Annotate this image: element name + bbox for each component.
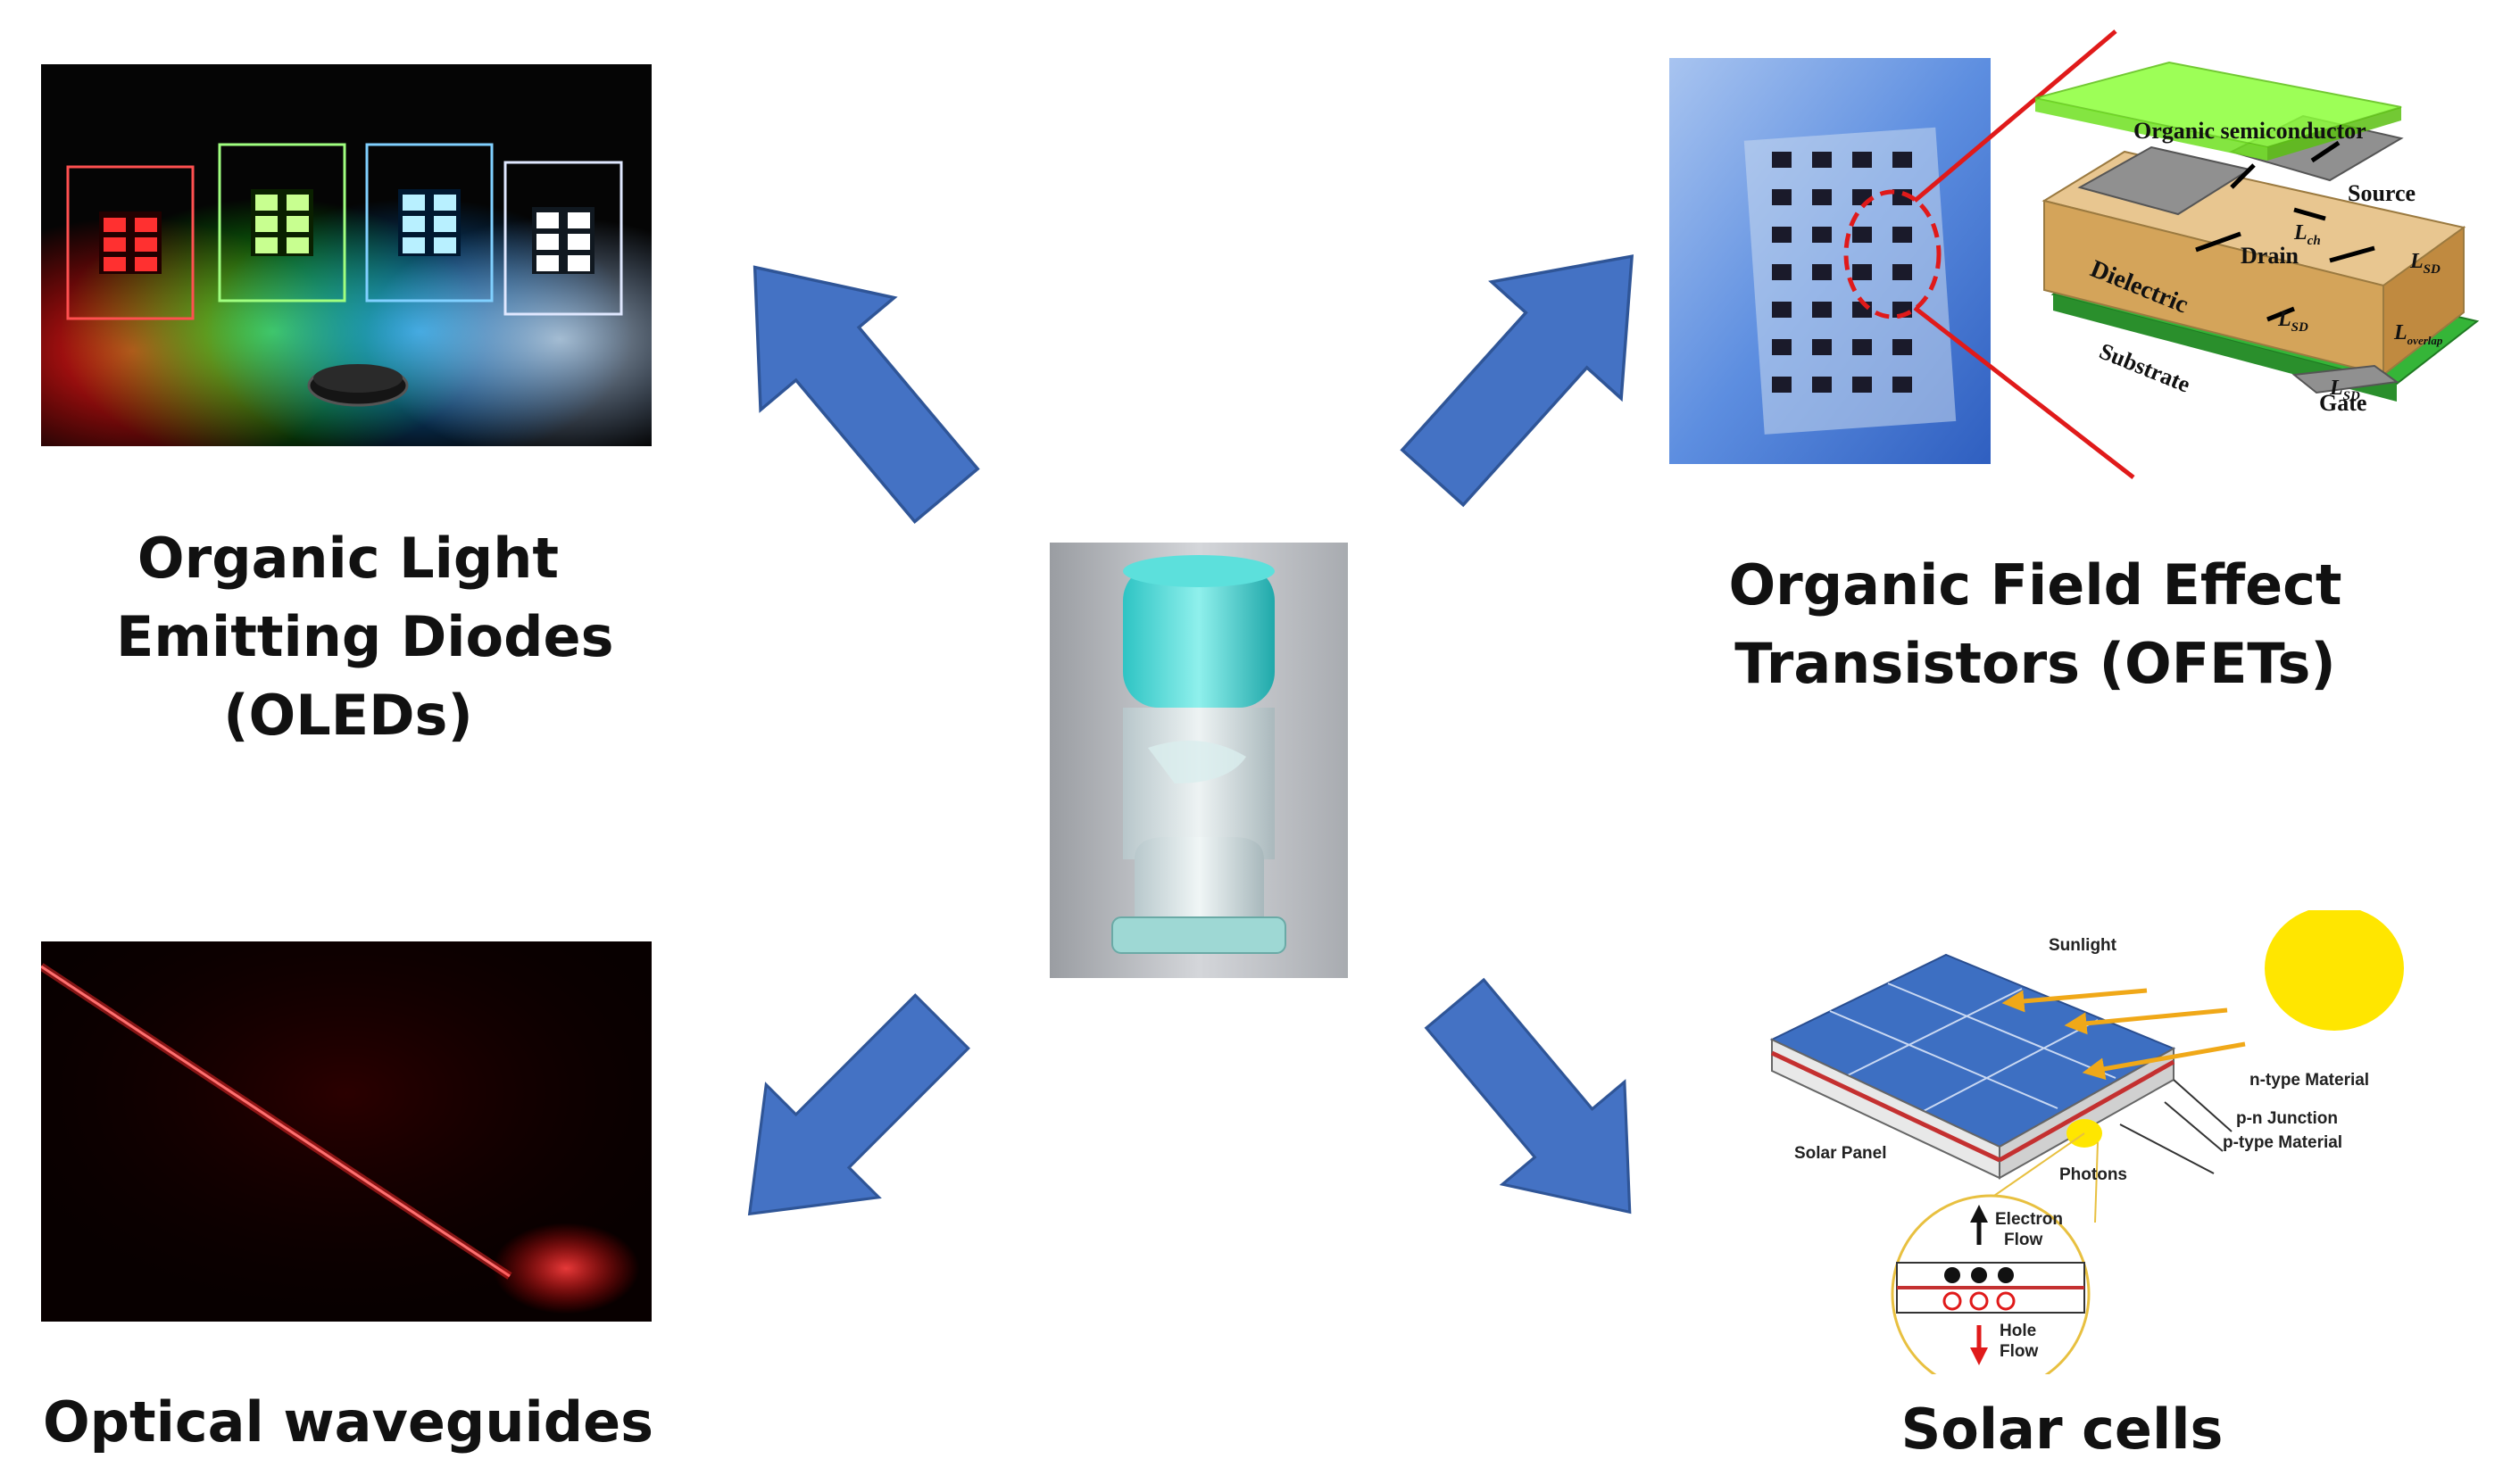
arrow-to-solar [1393, 951, 1692, 1265]
electron-flow-label-2: Flow [2004, 1231, 2042, 1249]
gel-vial-photo [1050, 543, 1348, 978]
waveguide-caption: Optical waveguides [36, 1383, 661, 1462]
oled-caption-line-1: Organic Light [137, 526, 560, 591]
lsd-label-right: LSD [2409, 250, 2441, 277]
waveguide-photo [41, 941, 652, 1322]
oled-photo [41, 64, 652, 446]
sun [2265, 910, 2404, 1031]
arrow-to-waveguide [692, 964, 1000, 1272]
loverlap-label: Loverlap [2393, 321, 2443, 347]
sunlight-label: Sunlight [2049, 936, 2117, 955]
waveguide-caption-text: Optical waveguides [42, 1389, 654, 1455]
oled-caption-line-3: (OLEDs) [223, 683, 473, 748]
solar-panel [1769, 953, 2176, 1180]
dimension-arrows [2195, 140, 2375, 322]
gel [1123, 565, 1275, 708]
photons-label: Photons [2059, 1165, 2127, 1184]
zoom-circle [1843, 189, 1942, 319]
semiconductor-label: Organic semiconductor [2133, 118, 2366, 144]
lsd-label-bottom: LSD [2329, 377, 2360, 403]
arrow-to-oled [686, 209, 1015, 553]
ofet-illustration: Organic semiconductor Source Drain Diele… [1669, 29, 2480, 479]
oled-caption: Organic Light Emitting Diodes (OLEDs) [116, 519, 614, 755]
lch-label: Lch [2293, 221, 2321, 248]
gate-label: Gate [2319, 390, 2366, 416]
hole-flow-label-2: Flow [2000, 1342, 2038, 1361]
solar-caption: Solar cells [1812, 1390, 2312, 1469]
gate-electrode [2291, 364, 2399, 394]
p-type-label: p-type Material [2223, 1133, 2342, 1152]
solar-panel-label: Solar Panel [1794, 1144, 1887, 1163]
pn-junction-label: p-n Junction [2236, 1109, 2338, 1128]
drain-label: Drain [2241, 243, 2299, 269]
transistor-array [1772, 152, 1912, 393]
lsd-label-mid: LSD [2277, 308, 2308, 335]
solar-cell-diagram: Sunlight n-type Material p-n Junction p-… [1769, 910, 2404, 1374]
ofet-caption-line-2: Transistors (OFETs) [1734, 631, 2336, 696]
hole-flow-label-1: Hole [2000, 1322, 2036, 1340]
arrow-to-ofet [1366, 196, 1699, 538]
source-label: Source [2348, 180, 2416, 206]
ofet-caption-line-1: Organic Field Effect [1728, 552, 2342, 618]
electron-flow-label-1: Electron [1995, 1210, 2063, 1229]
vial-cap [1111, 916, 1286, 954]
oled-caption-line-2: Emitting Diodes [116, 604, 614, 669]
solar-caption-text: Solar cells [1900, 1397, 2224, 1462]
ofet-caption: Organic Field Effect Transistors (OFETs) [1696, 546, 2374, 703]
n-type-label: n-type Material [2249, 1071, 2369, 1090]
